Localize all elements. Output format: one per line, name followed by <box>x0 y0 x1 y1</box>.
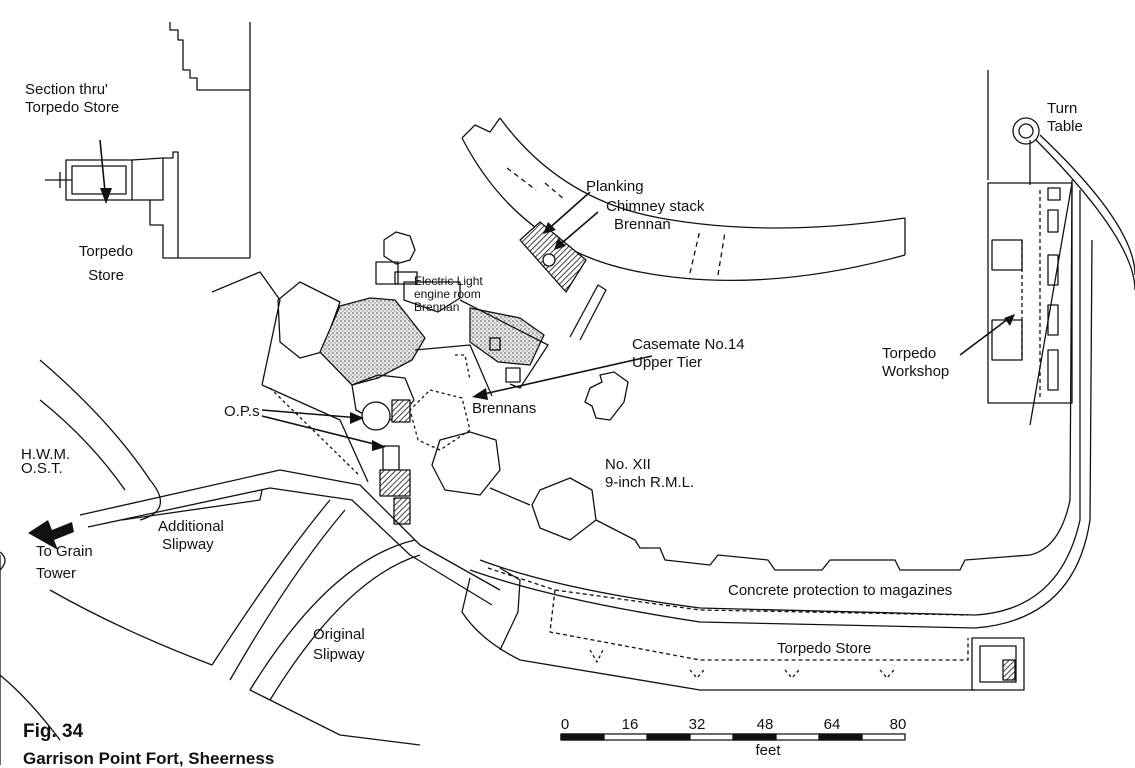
scale-tick: 80 <box>889 716 907 733</box>
arrow-heads <box>28 188 1015 550</box>
label-torpedo-workshop: Torpedo Workshop <box>882 345 949 381</box>
label-original-1: Original <box>313 626 365 643</box>
label-turn-table-2: Table <box>1047 118 1083 135</box>
label-electric-light: Electric Light engine room Brennan <box>414 275 483 314</box>
label-concrete-protection: Concrete protection to magazines <box>728 582 953 599</box>
label-casemate: Casemate No.14 Upper Tier <box>632 336 745 372</box>
label-casemate-1: Casemate No.14 <box>632 336 745 353</box>
label-original-slipway: Original Slipway <box>313 625 365 665</box>
scale-bar <box>560 733 906 741</box>
label-to-grain-2: Tower <box>36 565 77 582</box>
label-section-thru: Section thru' Torpedo Store <box>25 81 119 117</box>
label-chimney-stack: Chimney stack Brennan <box>606 198 704 234</box>
scale-tick: 32 <box>688 716 706 733</box>
torpedo-store-bottom <box>461 190 1093 691</box>
label-no-xii: No. XII 9-inch R.M.L. <box>605 456 694 492</box>
main-wall <box>489 140 1073 571</box>
scale-unit: feet <box>755 742 781 759</box>
leader-lines <box>99 139 1013 447</box>
label-workshop-1: Torpedo <box>882 345 937 362</box>
label-section-line2: Torpedo Store <box>25 99 120 116</box>
central-battery <box>211 231 629 541</box>
figure-title: Garrison Point Fort, Sheerness <box>23 749 275 768</box>
label-hwm: H.W.M. <box>21 446 71 463</box>
scale-tick: 48 <box>756 716 774 733</box>
label-no-xii-1: No. XII <box>605 456 651 473</box>
figure-number: Fig. 34 <box>23 721 84 742</box>
label-original-2: Slipway <box>313 646 365 663</box>
label-ost: O.S.T. <box>21 460 63 477</box>
label-torpedo-store-section: Torpedo Store <box>74 243 138 285</box>
label-additional-slipway: Additional Slipway <box>158 518 224 554</box>
label-torpedo-store-section-2: Store <box>88 267 124 284</box>
scale-tick: 0 <box>560 716 570 733</box>
label-chimney-1: Chimney stack <box>606 198 705 215</box>
label-torpedo-store-section-1: Torpedo <box>78 243 134 260</box>
label-torpedo-store-main: Torpedo Store <box>777 640 872 657</box>
label-turn-table-1: Turn <box>1047 100 1078 117</box>
scale-tick: 64 <box>823 716 841 733</box>
label-ops: O.P.s <box>224 403 260 420</box>
upper-casemate-range <box>461 117 906 341</box>
label-electric-2: engine room <box>414 287 481 301</box>
label-turn-table: Turn Table <box>1047 100 1083 136</box>
label-planking: Planking <box>586 178 644 195</box>
label-additional-2: Slipway <box>162 536 214 553</box>
label-workshop-2: Workshop <box>882 363 950 380</box>
label-casemate-2: Upper Tier <box>632 354 703 371</box>
label-hwm-ost: H.W.M. O.S.T. <box>21 446 71 477</box>
label-brennans: Brennans <box>472 400 537 417</box>
label-to-grain-1: To Grain <box>36 543 93 560</box>
label-to-grain-tower: To Grain Tower <box>36 541 93 585</box>
label-section-line1: Section thru' <box>25 81 108 98</box>
label-chimney-2: Brennan <box>614 216 671 233</box>
label-no-xii-2: 9-inch R.M.L. <box>605 474 695 491</box>
section-torpedo-store <box>45 22 251 259</box>
label-additional-1: Additional <box>158 518 224 535</box>
scale-tick: 16 <box>621 716 639 733</box>
foreshore-and-slipways <box>0 359 501 765</box>
label-electric-3: Brennan <box>414 300 460 314</box>
label-electric-1: Electric Light <box>414 274 483 288</box>
